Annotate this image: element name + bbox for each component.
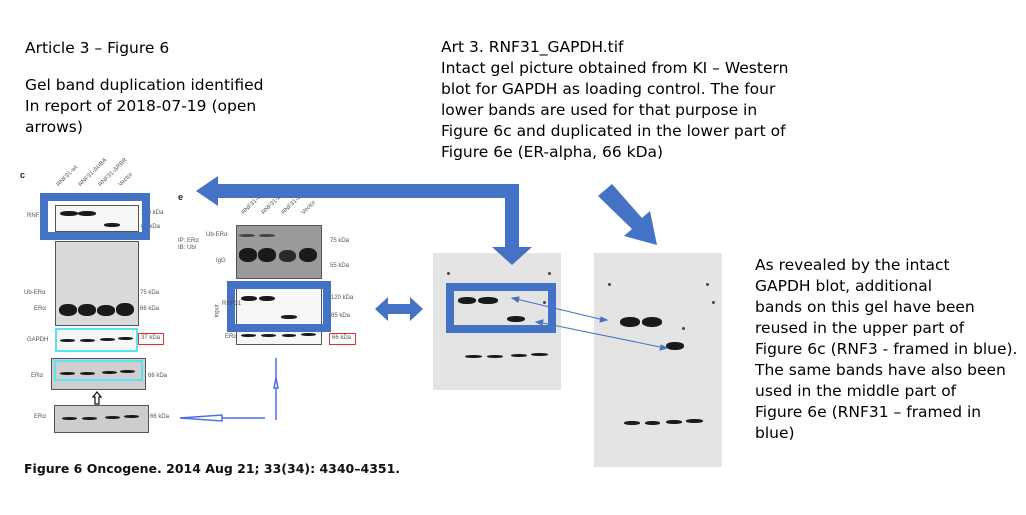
duplication-note-line2: In report of 2018-07-19 (open — [25, 97, 257, 115]
red-frame-37kda — [138, 333, 164, 345]
kda-label: 75 kDa — [330, 238, 350, 244]
row-label: RNF31 — [27, 213, 47, 219]
explanation-line: Figure 6e (RNF31 – framed in — [755, 403, 982, 421]
row-label: ERα — [34, 414, 46, 420]
kda-label: 85 kDa — [331, 313, 351, 319]
row-label: ERα — [31, 373, 43, 379]
description-line: Intact gel picture obtained from KI – We… — [441, 59, 789, 77]
explanation-line: bands on this gel have been — [755, 298, 975, 316]
row-label: GAPDH — [27, 337, 49, 343]
blue-frame-rnf31-e — [227, 281, 331, 332]
figure-caption: Figure 6 Oncogene. 2014 Aug 21; 33(34): … — [24, 461, 401, 476]
ip-label: IP: ERα — [178, 238, 199, 244]
kda-label: 66 kDa — [332, 335, 352, 341]
description-line: blot for GAPDH as loading control. The f… — [441, 80, 776, 98]
kda-label: 120 kDa — [141, 210, 164, 216]
description-line: Figure 6e (ER-alpha, 66 kDa) — [441, 143, 664, 161]
ub-er-blot-c — [55, 241, 139, 326]
description-line: Figure 6c and duplicated in the lower pa… — [441, 122, 786, 140]
panel-letter-c: c — [20, 170, 26, 180]
kda-label: 37 kDa — [141, 335, 161, 341]
description-line: lower bands are used for that purpose in — [441, 101, 758, 119]
blue-frame-rnf31-c — [40, 193, 150, 240]
duplication-note-line1: Gel band duplication identified — [25, 76, 264, 94]
explanation-line: As revealed by the intact — [755, 256, 950, 274]
row-label: RNF31 — [222, 301, 242, 307]
cyan-frame-er-alpha — [54, 360, 143, 381]
article-title: Article 3 – Figure 6 — [25, 39, 170, 57]
kda-label: 120 kDa — [331, 295, 354, 301]
kda-label: 85 kDa — [141, 224, 161, 230]
diagonal-arrow-icon — [598, 184, 657, 245]
ip-ub-blot-e — [236, 225, 322, 279]
er-alpha-blot-c — [51, 358, 146, 390]
explanation-line: used in the middle part of — [755, 382, 957, 400]
bent-arrow-icon — [196, 176, 532, 265]
red-frame-66kda — [329, 333, 356, 345]
kda-label: 55 kDa — [330, 263, 350, 269]
rnf31-blot-c — [55, 205, 139, 232]
panel-letter-e: e — [178, 192, 184, 202]
kda-label: 66 kDa — [150, 414, 170, 420]
ib-label: IB: Ubi — [178, 245, 197, 251]
cyan-frame-gapdh — [55, 328, 138, 352]
row-label: ERα — [225, 334, 237, 340]
intact-gapdh-blot — [594, 253, 722, 467]
explanation-line: reused in the upper part of — [755, 319, 965, 337]
row-label: IgG — [216, 258, 226, 264]
explanation-line: Figure 6c (RNF3 - framed in blue). — [755, 340, 1018, 358]
thin-arrow-icon — [510, 296, 669, 351]
duplication-note-line3: arrows) — [25, 118, 83, 136]
explanation-line: GAPDH blot, additional — [755, 277, 933, 295]
explanation-line: The same bands have also been — [755, 361, 1006, 379]
double-arrow-icon — [375, 297, 423, 321]
input-blot-e — [236, 285, 322, 345]
open-arrow-up-icon — [92, 391, 102, 405]
explanation-line: blue) — [755, 424, 795, 442]
row-label: ERα — [34, 306, 46, 312]
kda-label: 66 kDa — [140, 306, 160, 312]
row-label: Ub-ERα — [24, 290, 46, 296]
gel-filename: Art 3. RNF31_GAPDH.tif — [441, 38, 624, 56]
kda-label: 75 kDa — [140, 290, 160, 296]
open-arrow-e-to-c-icon — [179, 358, 279, 422]
gapdh-blot-c — [56, 330, 136, 350]
er-alpha-blot-c-duplicate — [54, 405, 149, 433]
kda-label: 66 kDa — [148, 373, 168, 379]
row-label: Ub-ERα — [206, 232, 228, 238]
